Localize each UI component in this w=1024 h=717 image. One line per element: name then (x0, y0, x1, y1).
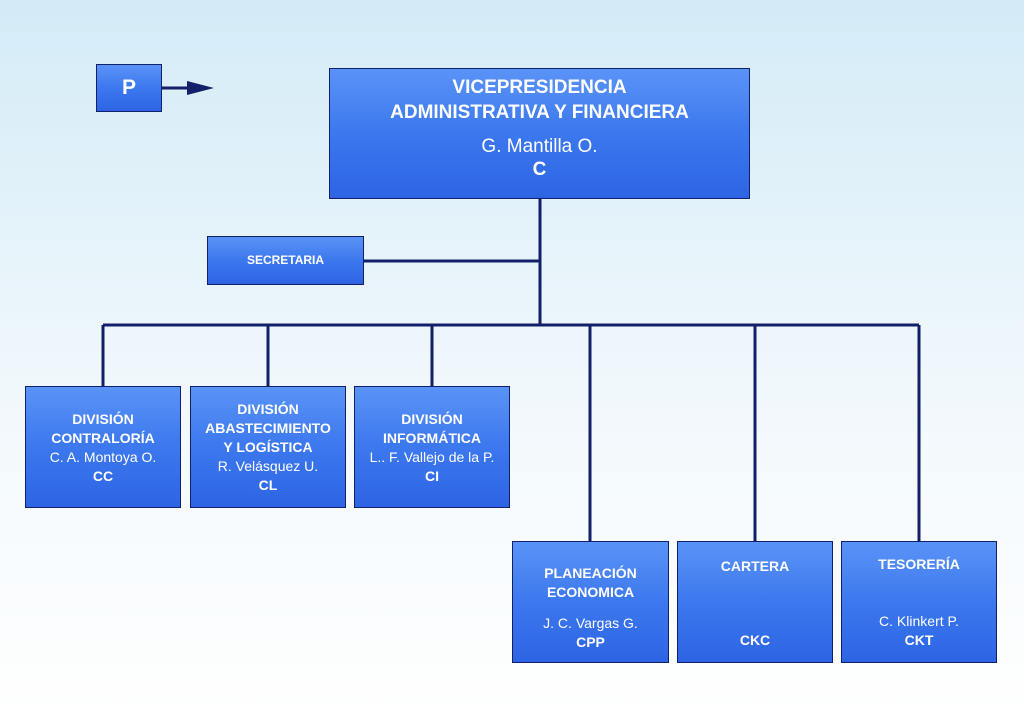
root-node: VICEPRESIDENCIA ADMINISTRATIVA Y FINANCI… (329, 68, 750, 199)
node-title-line: DIVISIÓN (237, 401, 299, 417)
root-code: C (532, 159, 547, 180)
node-code: CC (92, 468, 114, 484)
node-title-line: INFORMÁTICA (383, 430, 481, 446)
node-code: CL (258, 477, 278, 493)
tesoreria-node: TESORERÍA C. Klinkert P. CKT (841, 541, 997, 663)
secretaria-node: SECRETARIA (207, 236, 364, 285)
node-code: CI (425, 468, 439, 484)
root-title-line1: VICEPRESIDENCIA (452, 77, 627, 98)
p-nav-label: P (121, 76, 136, 99)
node-title-line: CARTERA (720, 558, 790, 574)
cartera-node: CARTERA CKC (677, 541, 833, 663)
division-abastecimiento-node: DIVISIÓN ABASTECIMIENTO Y LOGÍSTICA R. V… (190, 386, 346, 508)
secretaria-label: SECRETARIA (246, 253, 325, 267)
root-name: G. Mantilla O. (481, 136, 598, 157)
node-name: L.. F. Vallejo de la P. (369, 449, 495, 465)
node-name: C. Klinkert P. (879, 613, 959, 629)
planeacion-economica-node: PLANEACIÓN ECONOMICA J. C. Vargas G. CPP (512, 541, 669, 663)
node-title-line: TESORERÍA (878, 556, 960, 572)
node-code: CKC (739, 632, 771, 648)
arrow-right-icon (187, 81, 214, 95)
node-code: CKT (904, 632, 934, 648)
node-name: R. Velásquez U. (217, 458, 319, 474)
node-title-line: ABASTECIMIENTO (205, 420, 331, 436)
node-title-line: Y LOGÍSTICA (223, 439, 313, 455)
p-nav-button[interactable]: P (96, 64, 162, 112)
node-title-line: DIVISIÓN (72, 411, 134, 427)
node-code: CPP (576, 634, 605, 650)
division-informatica-node: DIVISIÓN INFORMÁTICA L.. F. Vallejo de l… (354, 386, 510, 508)
node-name: C. A. Montoya O. (49, 449, 157, 465)
root-title-line2: ADMINISTRATIVA Y FINANCIERA (390, 102, 689, 123)
node-title-line: CONTRALORÍA (51, 430, 155, 446)
node-title-line: PLANEACIÓN (544, 565, 637, 581)
division-contraloria-node: DIVISIÓN CONTRALORÍA C. A. Montoya O. CC (25, 386, 181, 508)
node-name: J. C. Vargas G. (543, 615, 638, 631)
node-title-line: ECONOMICA (546, 584, 635, 600)
node-title-line: DIVISIÓN (401, 411, 463, 427)
